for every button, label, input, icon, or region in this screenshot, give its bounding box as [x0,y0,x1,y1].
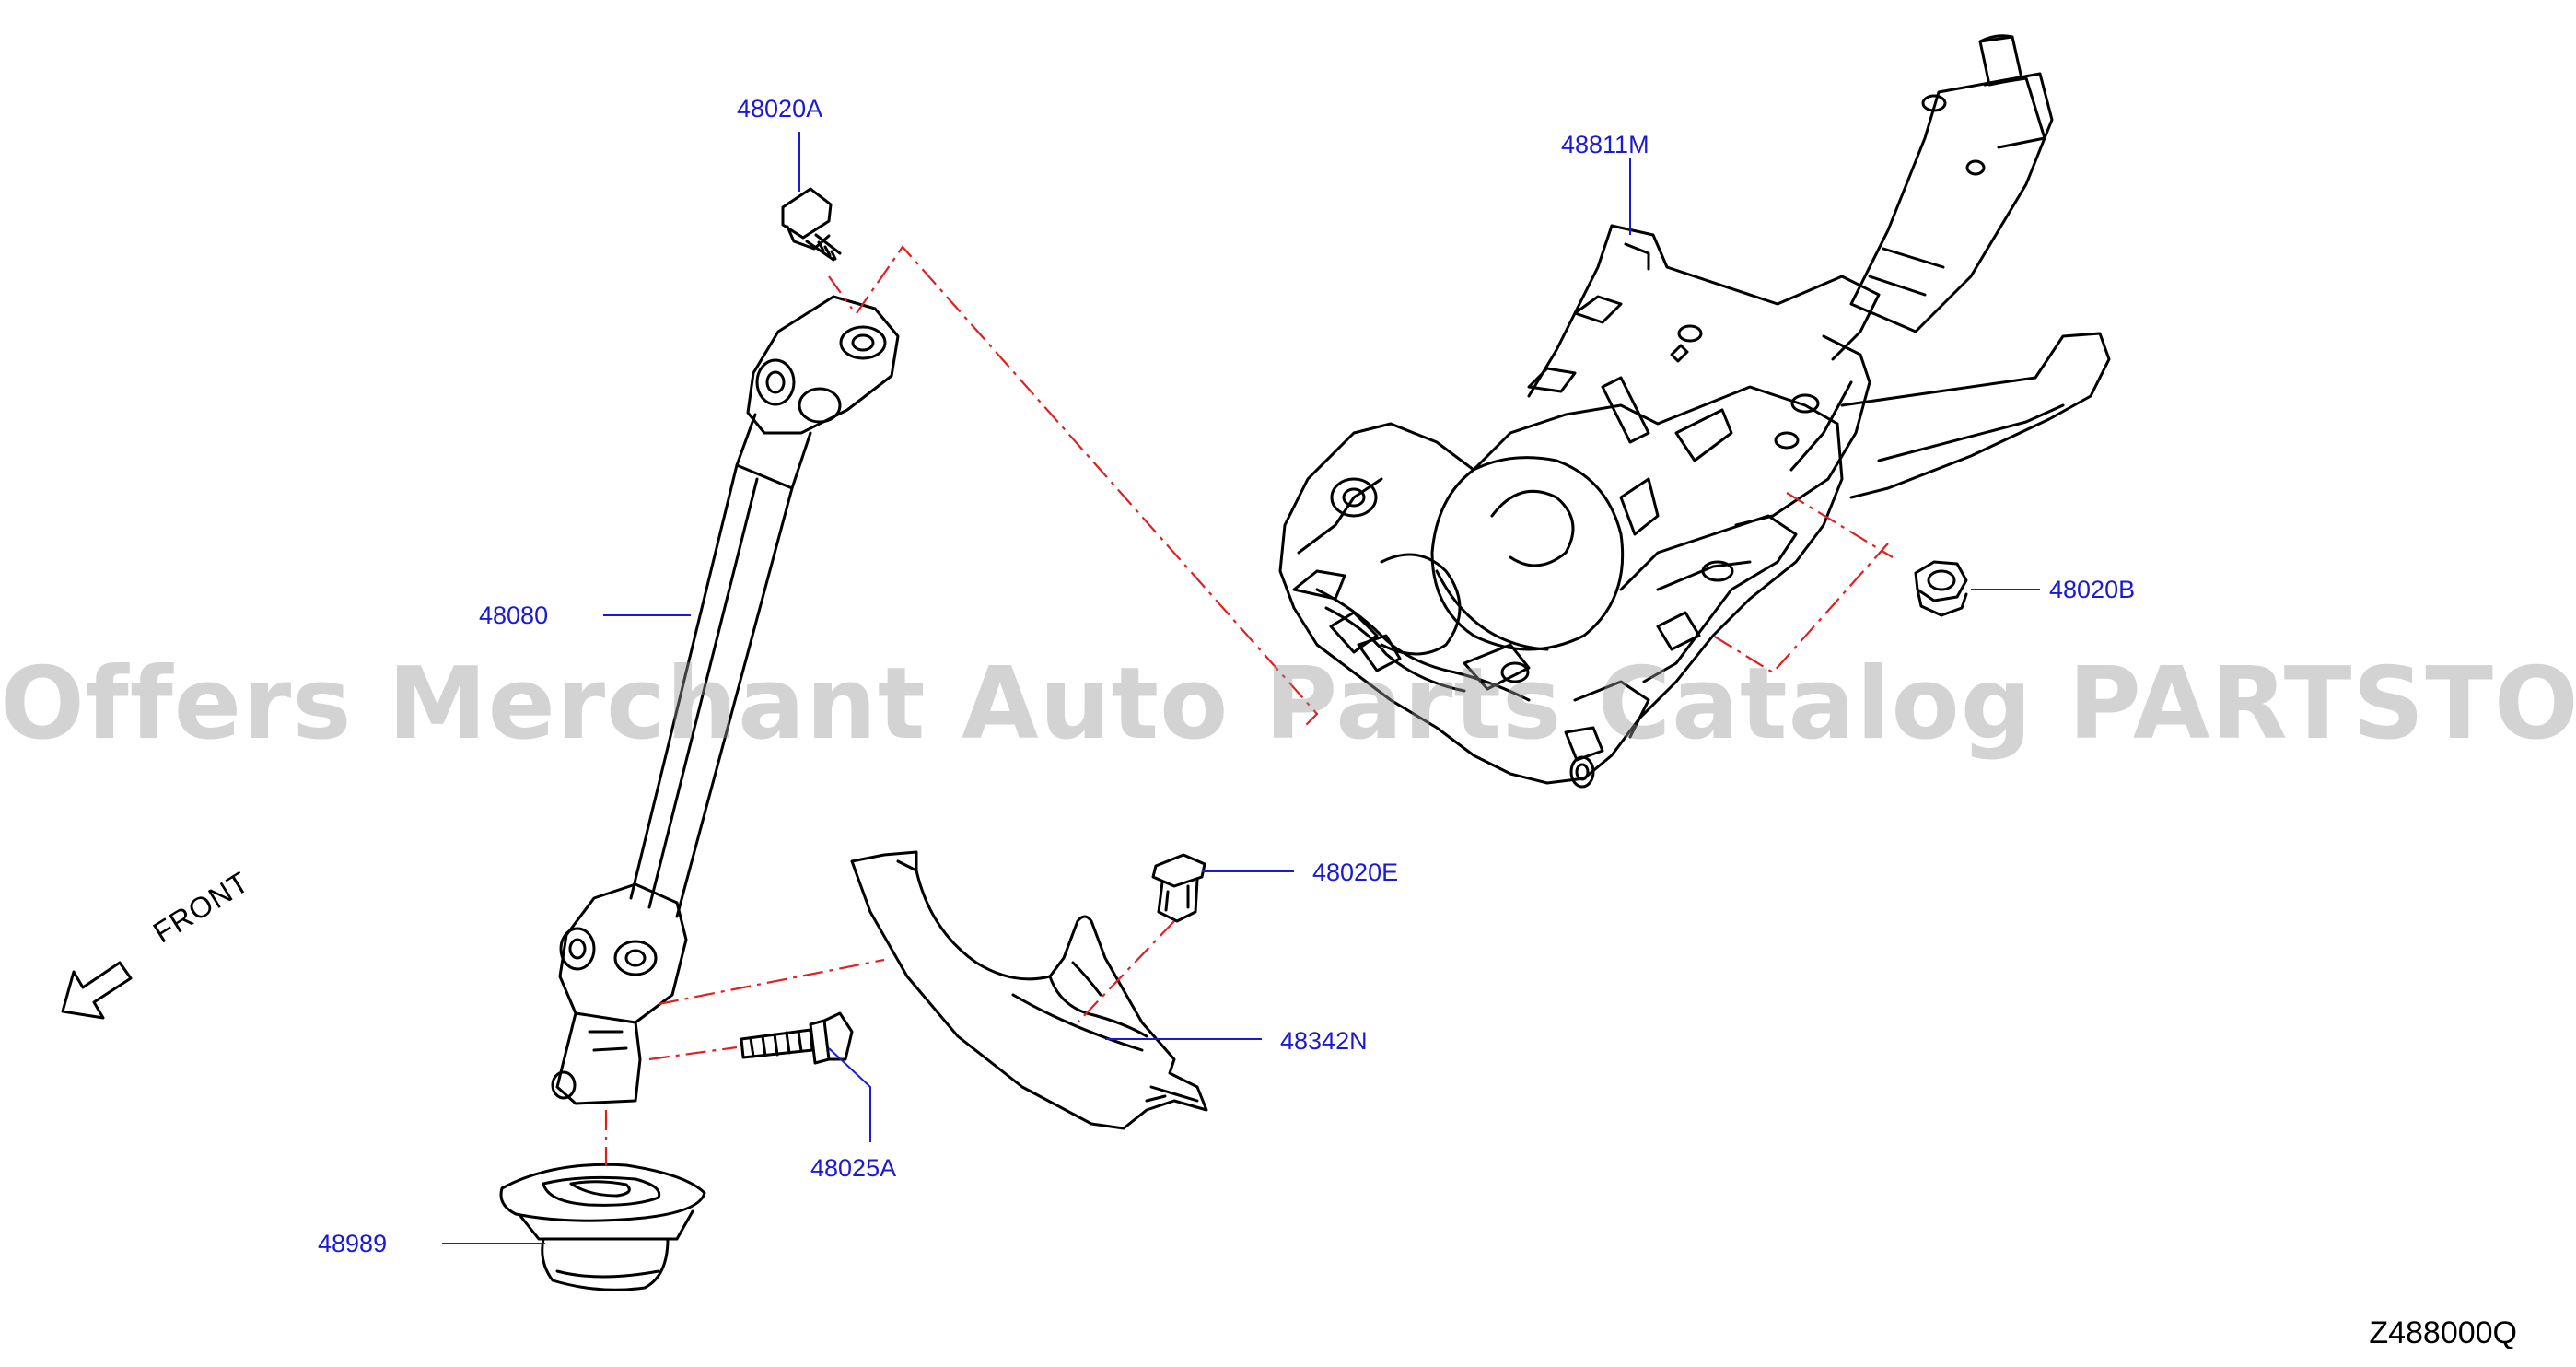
nut-48020b-part [1914,560,1968,617]
assembly-line-column [856,245,1319,729]
assembly-line-bolt-a [828,275,853,310]
steering-column-48811m-part [1278,34,2111,789]
leader-lines [442,132,2040,1244]
clip-48020e-part [1151,853,1206,923]
seal-48989-part [499,1163,706,1291]
callout-48020e[interactable]: 48020E [1312,859,1399,886]
assembly-line-clip-e [1077,920,1175,1023]
leader-48025a [828,1047,871,1142]
intermediate-shaft-48080-part [551,295,900,1105]
callout-48342n[interactable]: 48342N [1280,1027,1368,1055]
callout-48020b[interactable]: 48020B [2049,576,2136,603]
callout-48989[interactable]: 48989 [318,1230,388,1257]
watermark-text: Offers Merchant Auto Parts Catalog PARTS… [0,647,2576,762]
callout-48811m[interactable]: 48811M [1561,131,1649,158]
cover-48342n-part [850,850,1208,1130]
assembly-line-nut-b-upper [1786,492,1894,558]
bolt-48025a-part [740,1011,854,1065]
assembly-lines [604,245,1894,1165]
assembly-line-cover-upper [658,958,885,1006]
assembly-line-bolt-25a [648,1046,738,1061]
diagram-code: Z488000Q [2369,1315,2517,1350]
callout-48025a[interactable]: 48025A [810,1154,897,1182]
front-arrow-icon [61,961,133,1020]
callout-48020a[interactable]: 48020A [737,95,823,123]
bolt-48020a-part [781,187,842,262]
callout-48080[interactable]: 48080 [479,602,549,629]
